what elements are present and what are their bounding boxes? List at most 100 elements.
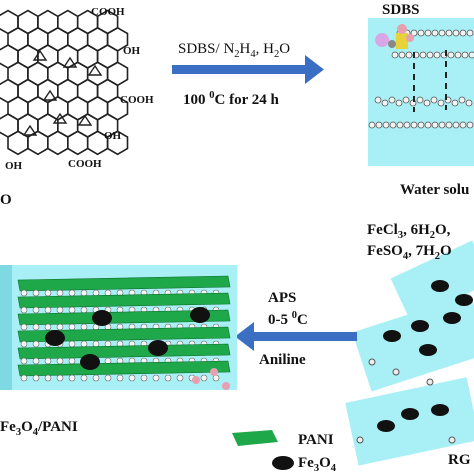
go-epoxide [22, 124, 38, 136]
graphene-atom [417, 121, 425, 129]
go-cooh-top: COOH [91, 6, 125, 18]
graphene-atom [424, 121, 432, 129]
graphene-atom [389, 121, 397, 129]
graphene-atom [80, 289, 88, 297]
graphene-atom [56, 289, 64, 297]
graphene-atom [368, 121, 376, 129]
fe3o4-particle [401, 408, 419, 420]
graphene-atom [438, 29, 446, 37]
graphene-atom [458, 96, 466, 104]
graphene-atom [20, 323, 28, 331]
graphene-atom [56, 374, 64, 382]
graphene-atom [375, 121, 383, 129]
graphene-atom [445, 121, 453, 129]
graphene-atom [403, 121, 411, 129]
graphene-atom [32, 289, 40, 297]
graphene-atom [116, 374, 124, 382]
graphene-atom [405, 51, 413, 59]
go-oh-right: OH [123, 45, 141, 57]
go-cooh-bottom: COOH [68, 158, 102, 170]
legend [232, 430, 294, 470]
go-epoxide [62, 56, 78, 68]
graphene-atom [32, 323, 40, 331]
fe3o4-particle [45, 330, 65, 346]
graphene-atom [164, 374, 172, 382]
fe3o4-particle [80, 354, 100, 370]
graphene-atom [20, 374, 28, 382]
go-ring [67, 130, 89, 156]
graphene-atom [32, 374, 40, 382]
graphene-atom [388, 96, 396, 104]
graphene-atom [431, 29, 439, 37]
fe3o4-particle [377, 420, 395, 432]
graphene-atom [140, 374, 148, 382]
step1-conditions: 100 0C for 24 h [183, 90, 279, 108]
graphene-atom [468, 51, 474, 59]
graphene-atom [398, 51, 406, 59]
graphene-atom [20, 357, 28, 365]
graphene-atom [68, 357, 76, 365]
go-epoxide [42, 89, 58, 101]
pani-chain [17, 360, 231, 377]
graphene-atom [92, 374, 100, 382]
pani-chain [17, 326, 231, 343]
go-epoxide [52, 112, 68, 124]
graphene-atom [92, 289, 100, 297]
graphene-atom [426, 378, 434, 386]
go-epoxide [32, 49, 48, 61]
graphene-atom [20, 306, 28, 314]
legend-fe3o4-swatch [272, 456, 294, 470]
graphene-atom [44, 374, 52, 382]
graphene-atom [431, 121, 439, 129]
rgo-fe3o4-sheets [345, 240, 474, 466]
graphene-atom [419, 51, 427, 59]
graphene-atom [68, 306, 76, 314]
go-ring [46, 130, 69, 156]
graphene-atom [430, 96, 438, 104]
go-oh-bottom: OH [104, 130, 122, 142]
graphene-atom [448, 436, 456, 444]
graphene-atom [152, 374, 160, 382]
graphene-atom [438, 121, 446, 129]
go-ring [106, 130, 129, 156]
product-caption: Fe3O4/PANI [0, 419, 78, 438]
graphene-atom [466, 29, 474, 37]
fe3o4-particle [190, 307, 210, 323]
graphene-atom [104, 374, 112, 382]
graphene-atom [32, 306, 40, 314]
graphene-atom [68, 323, 76, 331]
graphene-atom [128, 374, 136, 382]
graphene-atom [426, 51, 434, 59]
graphene-atom [391, 51, 399, 59]
fe3o4-particle [419, 344, 437, 356]
graphene-atom [410, 121, 418, 129]
graphene-atom [381, 99, 389, 107]
step3-temperature: 0-5 0C [268, 310, 308, 328]
graphene-atom [465, 99, 473, 107]
graphene-atom [417, 29, 425, 37]
graphene-atom [80, 374, 88, 382]
graphene-atom [459, 29, 467, 37]
water-solution-caption: Water solu [400, 182, 470, 198]
graphene-atom [433, 51, 441, 59]
graphene-atom [461, 51, 469, 59]
graphene-atom [356, 436, 364, 444]
step1-reagents: SDBS/ N2H4, H2O [178, 41, 291, 60]
go-cooh-right: COOH [120, 94, 154, 106]
step3-oxidant: APS [268, 290, 297, 306]
graphene-atom [368, 358, 376, 366]
sdbs-fragment [210, 368, 218, 376]
graphene-atom [44, 357, 52, 365]
graphene-atom [80, 306, 88, 314]
step2-reagent-line2: FeSO4, 7H2O [367, 243, 452, 262]
sdbs-label: SDBS [382, 2, 420, 18]
pani-chain [17, 292, 231, 309]
graphene-atom [395, 99, 403, 107]
go-label-fragment: O [0, 192, 12, 208]
graphene-atom [437, 99, 445, 107]
step2-reagent-line1: FeCl3, 6H2O, [367, 222, 451, 241]
pani-chain [17, 309, 231, 326]
fe3o4-particle [443, 312, 461, 324]
graphene-atom [80, 340, 88, 348]
graphene-atom [20, 340, 28, 348]
